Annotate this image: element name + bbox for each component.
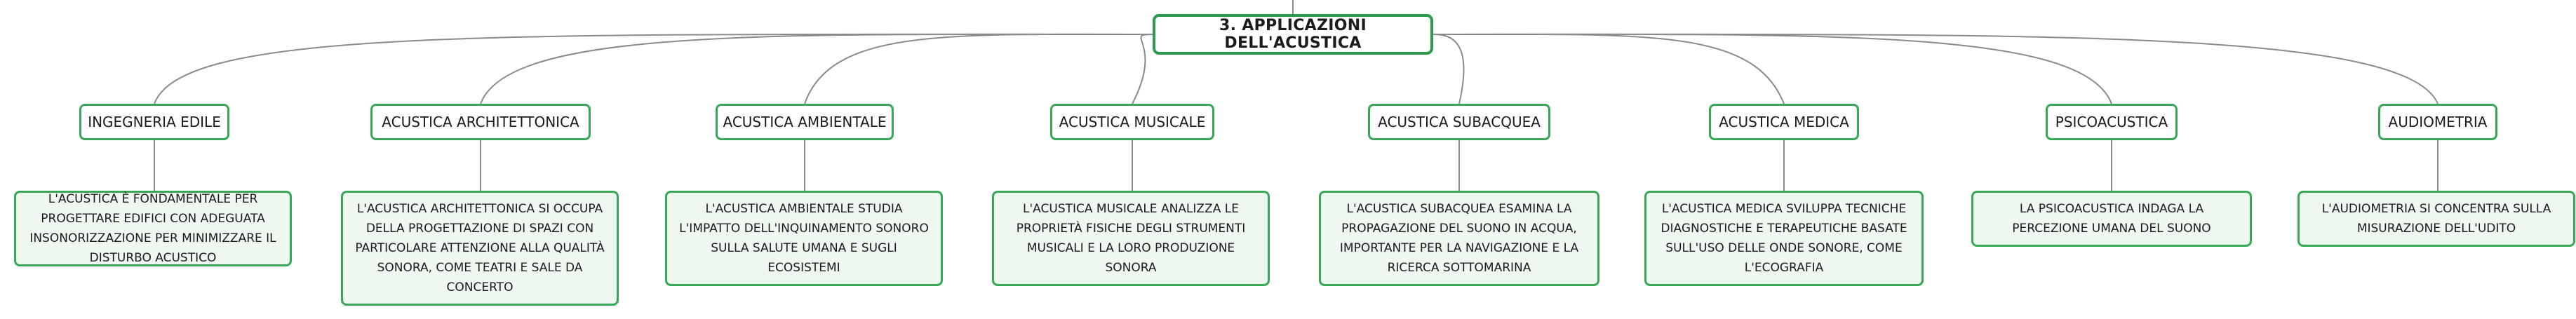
topic-acustica-ambientale[interactable]: ACUSTICA AMBIENTALE xyxy=(716,104,894,140)
root-connector-6 xyxy=(1433,33,1785,104)
topic-ingegneria-edile[interactable]: INGEGNERIA EDILE xyxy=(79,104,229,140)
description-acustica-musicale[interactable]: L'ACUSTICA MUSICALE ANALIZZA LE PROPRIET… xyxy=(992,191,1270,286)
description-acustica-medica[interactable]: L'ACUSTICA MEDICA SVILUPPA TECNICHE DIAG… xyxy=(1644,191,1924,286)
topic-audiometria[interactable]: AUDIOMETRIA xyxy=(2378,104,2497,140)
description-acustica-ambientale[interactable]: L'ACUSTICA AMBIENTALE STUDIA L'IMPATTO D… xyxy=(665,191,943,286)
description-psicoacustica[interactable]: LA PSICOACUSTICA INDAGA LA PERCEZIONE UM… xyxy=(1971,191,2252,247)
description-acustica-architettonica[interactable]: L'ACUSTICA ARCHITETTONICA SI OCCUPA DELL… xyxy=(341,191,619,306)
description-acustica-subacquea[interactable]: L'ACUSTICA SUBACQUEA ESAMINA LA PROPAGAZ… xyxy=(1319,191,1599,286)
root-connector-4 xyxy=(1132,34,1153,104)
topic-acustica-musicale[interactable]: ACUSTICA MUSICALE xyxy=(1050,104,1214,140)
description-audiometria[interactable]: L'AUDIOMETRIA SI CONCENTRA SULLA MISURAZ… xyxy=(2297,191,2575,247)
topic-psicoacustica[interactable]: PSICOACUSTICA xyxy=(2046,104,2178,140)
topic-acustica-architettonica[interactable]: ACUSTICA ARCHITETTONICA xyxy=(370,104,591,140)
root-topic[interactable]: 3. APPLICAZIONI DELL'ACUSTICA xyxy=(1153,14,1433,55)
root-connector-7 xyxy=(1433,33,2112,104)
description-ingegneria-edile[interactable]: L'ACUSTICA È FONDAMENTALE PER PROGETTARE… xyxy=(14,191,292,266)
root-connector-1 xyxy=(154,33,1153,104)
root-connector-2 xyxy=(480,33,1153,104)
root-connector-8 xyxy=(1433,33,2439,104)
root-connector-3 xyxy=(804,33,1153,104)
topic-acustica-subacquea[interactable]: ACUSTICA SUBACQUEA xyxy=(1368,104,1550,140)
root-connector-5 xyxy=(1433,34,1465,104)
topic-acustica-medica[interactable]: ACUSTICA MEDICA xyxy=(1709,104,1859,140)
